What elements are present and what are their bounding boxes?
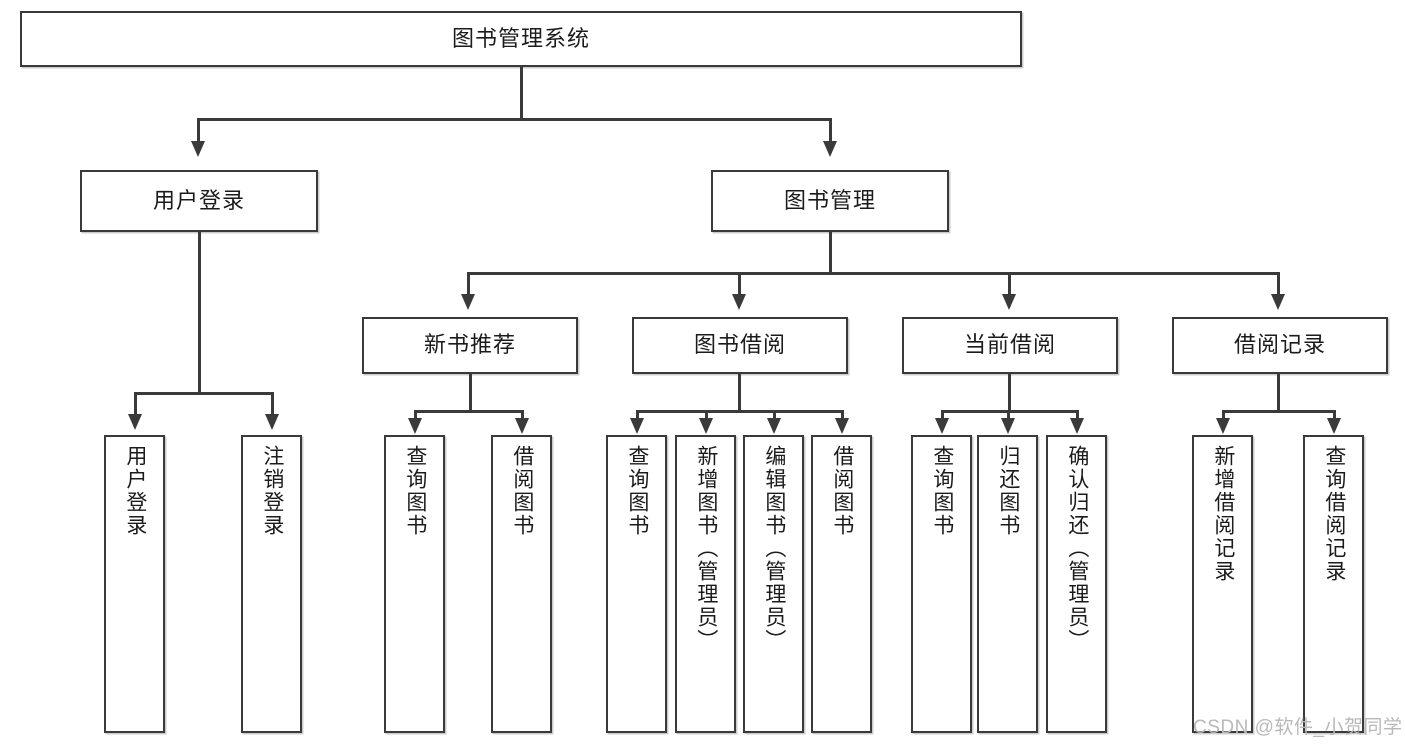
leaf-label: 借阅图书	[830, 445, 854, 537]
node-label: 图书管理系统	[451, 25, 590, 51]
connector-borrow-leaf-3	[841, 410, 844, 420]
arrow-bookmgmt-to-current	[1002, 294, 1016, 310]
leaf-label: 归还图书	[996, 445, 1020, 537]
connector-record-leaf-0	[1222, 410, 1225, 420]
node-current-borrow[interactable]: 当前借阅	[902, 317, 1118, 374]
arrow-login-leaf-1	[265, 414, 279, 430]
arrow-current-leaf-2	[1070, 418, 1084, 434]
connector-bookmgmt-to-record	[1277, 272, 1280, 296]
arrow-record-leaf-1	[1327, 418, 1341, 434]
connector-bookmgmt-bus	[467, 272, 1279, 275]
connector-root-stem	[520, 67, 523, 118]
leaf-current-borrow-1[interactable]: 归还图书	[977, 435, 1038, 733]
connector-record-bus	[1222, 410, 1336, 413]
arrow-newbook-leaf-1	[515, 418, 529, 434]
leaf-label: 查询图书	[403, 445, 427, 537]
leaf-book-borrow-2[interactable]: 编辑图书（管理员）	[743, 435, 804, 733]
leaf-book-borrow-3[interactable]: 借阅图书	[811, 435, 872, 733]
connector-borrow-bus	[636, 410, 842, 413]
connector-borrow-stem	[738, 374, 741, 410]
connector-borrow-leaf-0	[636, 410, 639, 420]
node-new-book-recommend[interactable]: 新书推荐	[362, 317, 578, 374]
leaf-label: 编辑图书（管理员）	[762, 445, 786, 652]
arrow-bookmgmt-to-record	[1271, 294, 1285, 310]
leaf-book-borrow-1[interactable]: 新增图书（管理员）	[675, 435, 736, 733]
leaf-label: 新增借阅记录	[1211, 445, 1235, 583]
node-book-management[interactable]: 图书管理	[711, 170, 949, 232]
connector-newbook-bus	[414, 410, 524, 413]
connector-current-stem	[1008, 374, 1011, 410]
leaf-label: 查询借阅记录	[1322, 445, 1346, 583]
connector-current-leaf-2	[1076, 410, 1079, 420]
leaf-label: 用户登录	[123, 445, 147, 537]
arrow-borrow-leaf-3	[835, 418, 849, 434]
connector-record-leaf-1	[1333, 410, 1336, 420]
leaf-label: 查询图书	[625, 445, 649, 537]
leaf-user-login-0[interactable]: 用户登录	[104, 435, 165, 733]
node-label: 用户登录	[152, 187, 245, 213]
leaf-label: 注销登录	[260, 445, 284, 537]
node-label: 图书管理	[783, 187, 876, 213]
arrow-borrow-leaf-1	[699, 418, 713, 434]
node-book-borrow[interactable]: 图书借阅	[632, 317, 848, 374]
leaf-label: 借阅图书	[510, 445, 534, 537]
arrow-current-leaf-1	[1001, 418, 1015, 434]
leaf-book-borrow-0[interactable]: 查询图书	[606, 435, 667, 733]
arrow-bookmgmt-to-borrow	[732, 294, 746, 310]
arrow-root-to-bookmgmt	[823, 141, 837, 157]
leaf-label: 新增图书（管理员）	[694, 445, 718, 652]
node-label: 新书推荐	[423, 332, 516, 358]
leaf-new-book-1[interactable]: 借阅图书	[491, 435, 552, 733]
connector-login-leaf-1	[271, 392, 274, 416]
leaf-current-borrow-0[interactable]: 查询图书	[911, 435, 972, 733]
connector-newbook-stem	[469, 374, 472, 410]
node-label: 图书借阅	[693, 332, 786, 358]
node-label: 借阅记录	[1233, 332, 1326, 358]
arrow-bookmgmt-to-new	[461, 294, 475, 310]
arrow-record-leaf-0	[1216, 418, 1230, 434]
arrow-current-leaf-0	[935, 418, 949, 434]
connector-current-leaf-1	[1007, 410, 1010, 420]
leaf-borrow-record-1[interactable]: 查询借阅记录	[1303, 435, 1364, 733]
watermark: CSDN @软件_小贺同学	[1193, 717, 1403, 738]
leaf-borrow-record-0[interactable]: 新增借阅记录	[1192, 435, 1253, 733]
node-root-system[interactable]: 图书管理系统	[20, 11, 1022, 67]
connector-bookmgmt-stem	[829, 232, 832, 272]
connector-current-leaf-0	[941, 410, 944, 420]
connector-root-to-login	[197, 118, 200, 144]
node-label: 当前借阅	[963, 332, 1056, 358]
connector-borrow-leaf-2	[773, 410, 776, 420]
leaf-label: 确认归还（管理员）	[1065, 445, 1089, 652]
connector-root-to-bookmgmt	[829, 118, 832, 144]
leaf-label: 查询图书	[930, 445, 954, 537]
node-user-login[interactable]: 用户登录	[80, 170, 318, 232]
connector-root-bus	[197, 118, 832, 121]
leaf-user-login-1[interactable]: 注销登录	[241, 435, 302, 733]
connector-bookmgmt-to-current	[1008, 272, 1011, 296]
leaf-new-book-0[interactable]: 查询图书	[384, 435, 445, 733]
node-borrow-record[interactable]: 借阅记录	[1172, 317, 1388, 374]
arrow-login-leaf-0	[128, 414, 142, 430]
connector-login-stem	[198, 232, 201, 392]
arrow-newbook-leaf-0	[408, 418, 422, 434]
connector-bookmgmt-to-new	[467, 272, 470, 296]
arrow-root-to-login	[191, 141, 205, 157]
connector-bookmgmt-to-borrow	[738, 272, 741, 296]
connector-newbook-leaf-0	[414, 410, 417, 420]
arrow-borrow-leaf-0	[630, 418, 644, 434]
leaf-current-borrow-2[interactable]: 确认归还（管理员）	[1046, 435, 1107, 733]
arrow-borrow-leaf-2	[767, 418, 781, 434]
connector-login-leaf-0	[134, 392, 137, 416]
connector-record-stem	[1277, 374, 1280, 410]
connector-login-bus	[134, 392, 274, 395]
connector-newbook-leaf-1	[521, 410, 524, 420]
connector-borrow-leaf-1	[705, 410, 708, 420]
